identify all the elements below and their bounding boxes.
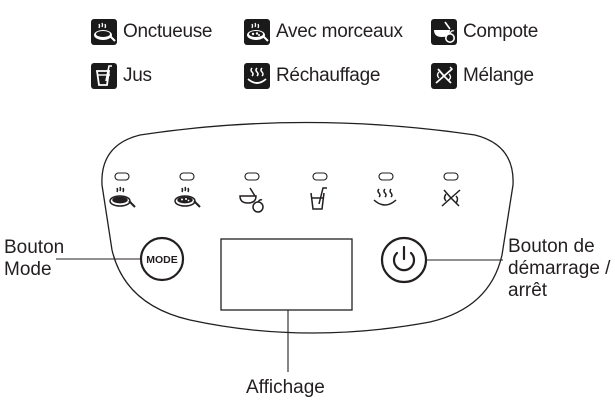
callout-line-text: Mode: [4, 259, 52, 280]
blend-icon: [431, 63, 457, 89]
power-button[interactable]: [380, 236, 428, 284]
indicator-led: [443, 172, 459, 181]
chunky-soup-icon: [174, 186, 201, 208]
callout-line-text: Bouton de: [508, 236, 595, 257]
legend-label: Jus: [123, 65, 152, 86]
indicator-led: [378, 172, 394, 181]
callout-line-text: Affichage: [246, 377, 325, 398]
legend-item-melange: Mélange: [431, 62, 534, 90]
smooth-soup-icon: [91, 19, 117, 45]
reheat-icon: [244, 63, 270, 89]
legend-item-rechauffage: Réchauffage: [244, 62, 380, 90]
power-icon: [392, 245, 416, 272]
legend-item-jus: Jus: [91, 62, 152, 90]
compote-icon: [431, 19, 457, 45]
mode-button[interactable]: MODE: [146, 254, 178, 266]
smooth-soup-icon: [109, 186, 136, 208]
display-screen: [220, 238, 353, 311]
legend-label: Onctueuse: [123, 21, 213, 42]
reheat-icon: [373, 188, 397, 206]
chunky-soup-icon: [244, 19, 270, 45]
callout-power-button: Bouton de démarrage / arrêt: [508, 236, 610, 302]
indicator-led: [179, 172, 195, 181]
juice-icon: [91, 63, 117, 89]
callout-line-text: arrêt: [508, 280, 548, 301]
juice-icon: [310, 187, 327, 210]
panel-outline: [101, 121, 514, 334]
callout-line-text: Bouton: [4, 237, 65, 258]
legend-label: Mélange: [463, 65, 534, 86]
blend-icon: [441, 189, 461, 207]
callout-line-text: démarrage /: [508, 258, 611, 279]
indicator-led: [312, 172, 328, 181]
legend-label: Compote: [463, 21, 538, 42]
legend-item-compote: Compote: [431, 18, 538, 46]
callout-mode-button: Bouton Mode: [4, 237, 64, 281]
indicator-led: [244, 172, 260, 181]
legend-label: Réchauffage: [276, 65, 381, 86]
compote-icon: [239, 187, 264, 213]
legend-label: Avec morceaux: [276, 21, 403, 42]
legend-item-onctueuse: Onctueuse: [91, 18, 213, 46]
callout-display: Affichage: [246, 377, 325, 399]
indicator-led: [114, 172, 130, 181]
legend-item-avec-morceaux: Avec morceaux: [244, 18, 403, 46]
